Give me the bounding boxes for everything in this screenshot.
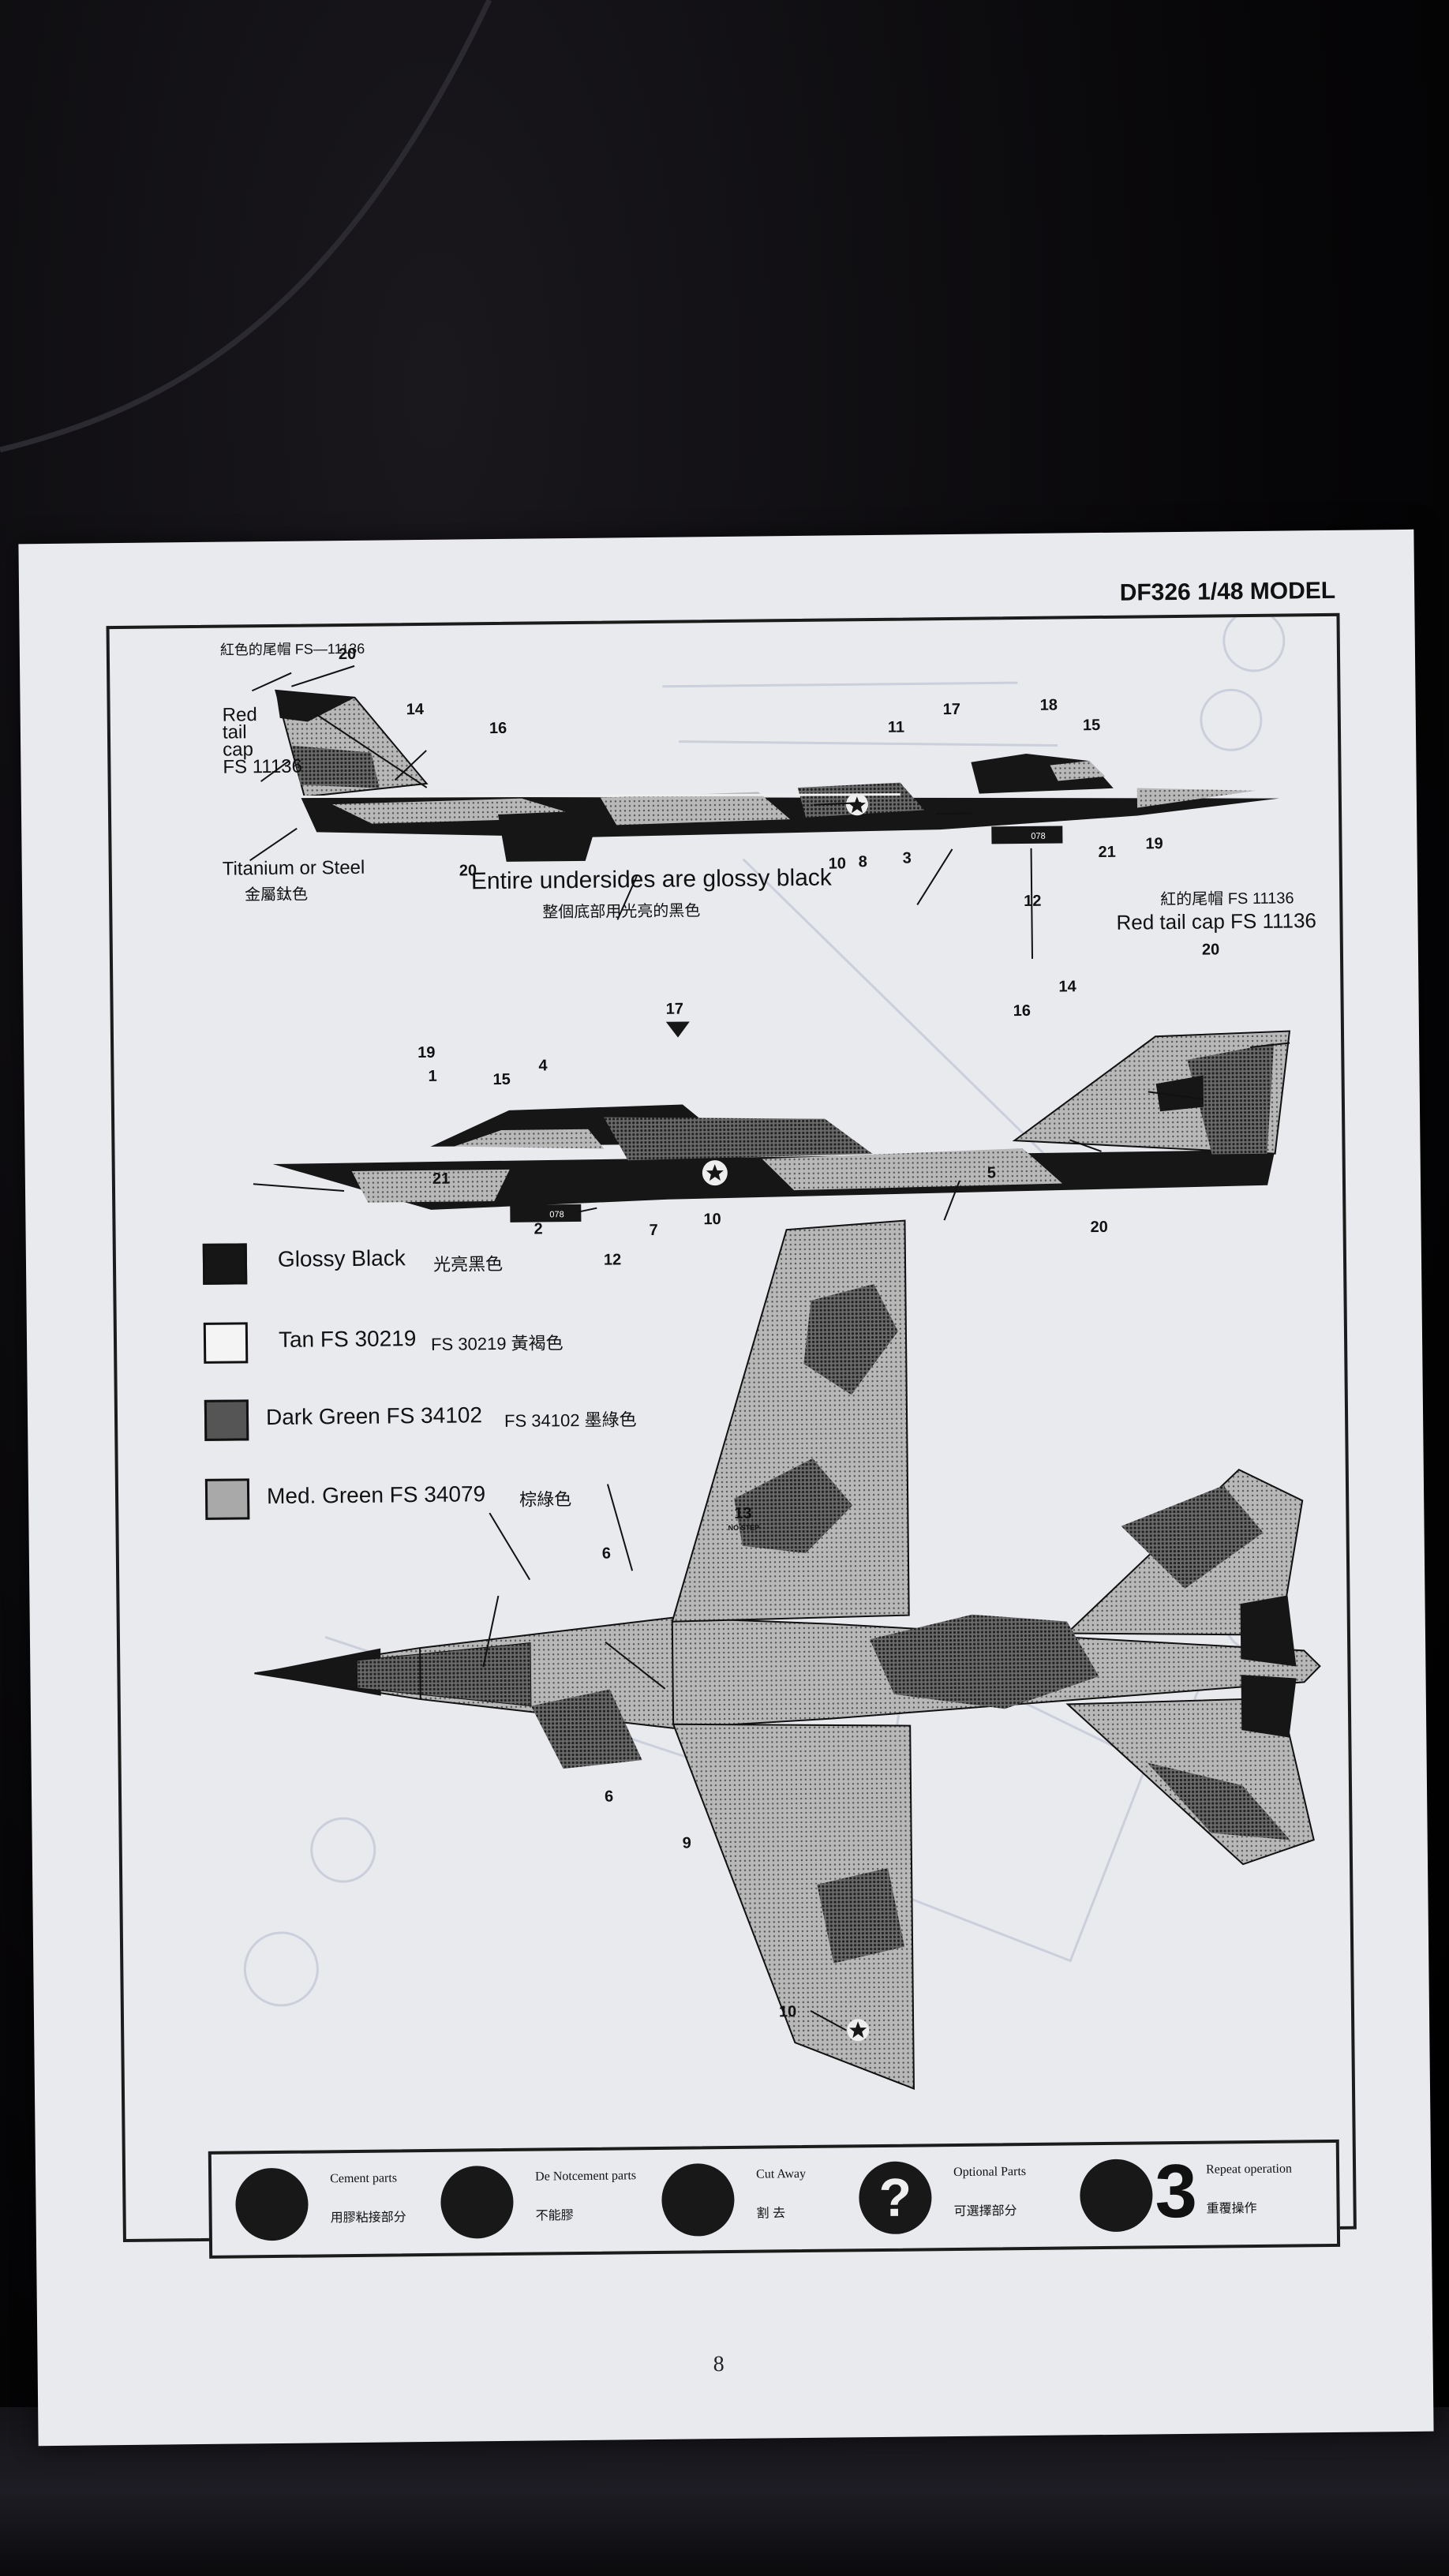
callout-20d: 20 (1090, 1218, 1108, 1237)
legend-glossy-black: Glossy Black (277, 1245, 406, 1271)
callout-19b: 19 (417, 1043, 436, 1062)
callout-16: 16 (489, 719, 507, 738)
callout-14: 14 (406, 700, 425, 719)
instruction-sheet: DF326 1/48 MODEL (18, 529, 1434, 2447)
symbol-cement-cn: 用膠粘接部分 (330, 2211, 406, 2226)
plan-view (254, 1219, 1321, 2091)
callout-6b: 6 (604, 1788, 614, 1806)
symbol-nocement-title: De Notcement parts (535, 2169, 637, 2184)
callout-10b: 10 (703, 1211, 721, 1229)
legend-tan: Tan FS 30219 (278, 1326, 417, 1352)
red-tail-cap-label: Red tail cap FS 11136 (222, 704, 303, 778)
symbol-cutaway-title: Cut Away (756, 2166, 807, 2181)
diagram-frame: 078 078 (106, 612, 1357, 2259)
undersides-note: Entire undersides are glossy black (470, 864, 832, 895)
undersides-note-cn: 整個底部用光亮的黑色 (542, 902, 701, 922)
callout-20b: 20 (459, 862, 477, 880)
symbols-legend: Cement parts 用膠粘接部分 De Notcement parts 不… (208, 2139, 1341, 2259)
tail-cap-cn-label-2: 紅的尾帽 FS 11136 (1160, 889, 1294, 909)
callout-4: 4 (538, 1057, 548, 1075)
callout-14b: 14 (1058, 978, 1076, 996)
callout-12b: 12 (603, 1251, 622, 1269)
symbol-optional-title: Optional Parts (953, 2165, 1027, 2180)
callout-21b: 21 (432, 1170, 451, 1188)
swatch-med-green (204, 1478, 250, 1520)
legend-med-green-cn: 棕綠色 (519, 1489, 572, 1510)
callout-8: 8 (858, 853, 867, 871)
no-glue-icon (440, 2165, 514, 2239)
svg-text:078: 078 (549, 1210, 564, 1219)
callout-2: 2 (534, 1220, 543, 1238)
glue-tube-icon (234, 2167, 309, 2241)
repeat-icon (1079, 2159, 1153, 2233)
callout-11: 11 (887, 718, 905, 736)
legend-dark-green: Dark Green FS 34102 (265, 1402, 483, 1430)
side-view-upper: 078 (275, 689, 1279, 862)
swatch-glossy-black (202, 1243, 248, 1285)
tail-cap-label-2: Red tail cap FS 11136 (1116, 908, 1317, 934)
callout-13: 13 (734, 1504, 752, 1522)
callout-6a: 6 (601, 1544, 612, 1563)
callout-10c: 10 (778, 2003, 797, 2021)
callout-18: 18 (1039, 696, 1058, 714)
callout-15b: 15 (492, 1070, 511, 1089)
symbol-cutaway-cn: 割 去 (756, 2207, 786, 2221)
symbol-optional-cn: 可選擇部分 (953, 2204, 1017, 2219)
callout-3: 3 (902, 849, 912, 867)
no-step-label: NO STEP (728, 1523, 760, 1532)
callout-10: 10 (828, 855, 847, 873)
titanium-label: Titanium or Steel (222, 856, 365, 880)
leader-lines (249, 665, 1290, 2031)
callout-1: 1 (428, 1067, 437, 1085)
repeat-count: 3 (1154, 2148, 1198, 2234)
titanium-cn-label: 金屬鈦色 (244, 886, 309, 904)
question-icon: ? (858, 2161, 932, 2235)
callout-12: 12 (1024, 892, 1042, 911)
callout-5: 5 (987, 1164, 997, 1182)
callout-17b: 17 (665, 1000, 684, 1018)
swatch-tan (203, 1322, 249, 1364)
callout-20: 20 (338, 645, 357, 664)
legend-dark-green-cn: FS 34102 墨綠色 (504, 1410, 637, 1431)
page-number: 8 (713, 2352, 724, 2377)
symbol-repeat-title: Repeat operation (1205, 2162, 1293, 2177)
callout-20c: 20 (1201, 941, 1220, 959)
legend-glossy-black-cn: 光亮黑色 (432, 1253, 504, 1275)
symbol-nocement-cn: 不能膠 (535, 2209, 574, 2223)
legend-tan-cn: FS 30219 黃褐色 (430, 1333, 564, 1354)
callout-7: 7 (649, 1221, 658, 1240)
side-view-lower: 078 (272, 1021, 1291, 1222)
cable (0, 0, 492, 453)
callout-19: 19 (1145, 835, 1163, 853)
symbol-cement-title: Cement parts (330, 2171, 398, 2186)
callout-9: 9 (682, 1834, 691, 1852)
model-header: DF326 1/48 MODEL (1119, 577, 1336, 606)
swatch-dark-green (204, 1399, 249, 1441)
callout-21: 21 (1098, 843, 1116, 862)
legend-med-green: Med. Green FS 34079 (266, 1481, 486, 1509)
callout-15: 15 (1082, 716, 1101, 735)
callout-16b: 16 (1013, 1002, 1032, 1020)
aircraft-diagrams: 078 078 (249, 665, 1321, 2091)
callout-17: 17 (942, 700, 961, 719)
symbol-repeat-cn: 重覆操作 (1206, 2202, 1257, 2216)
svg-text:078: 078 (1031, 832, 1045, 841)
knife-icon (661, 2162, 735, 2237)
